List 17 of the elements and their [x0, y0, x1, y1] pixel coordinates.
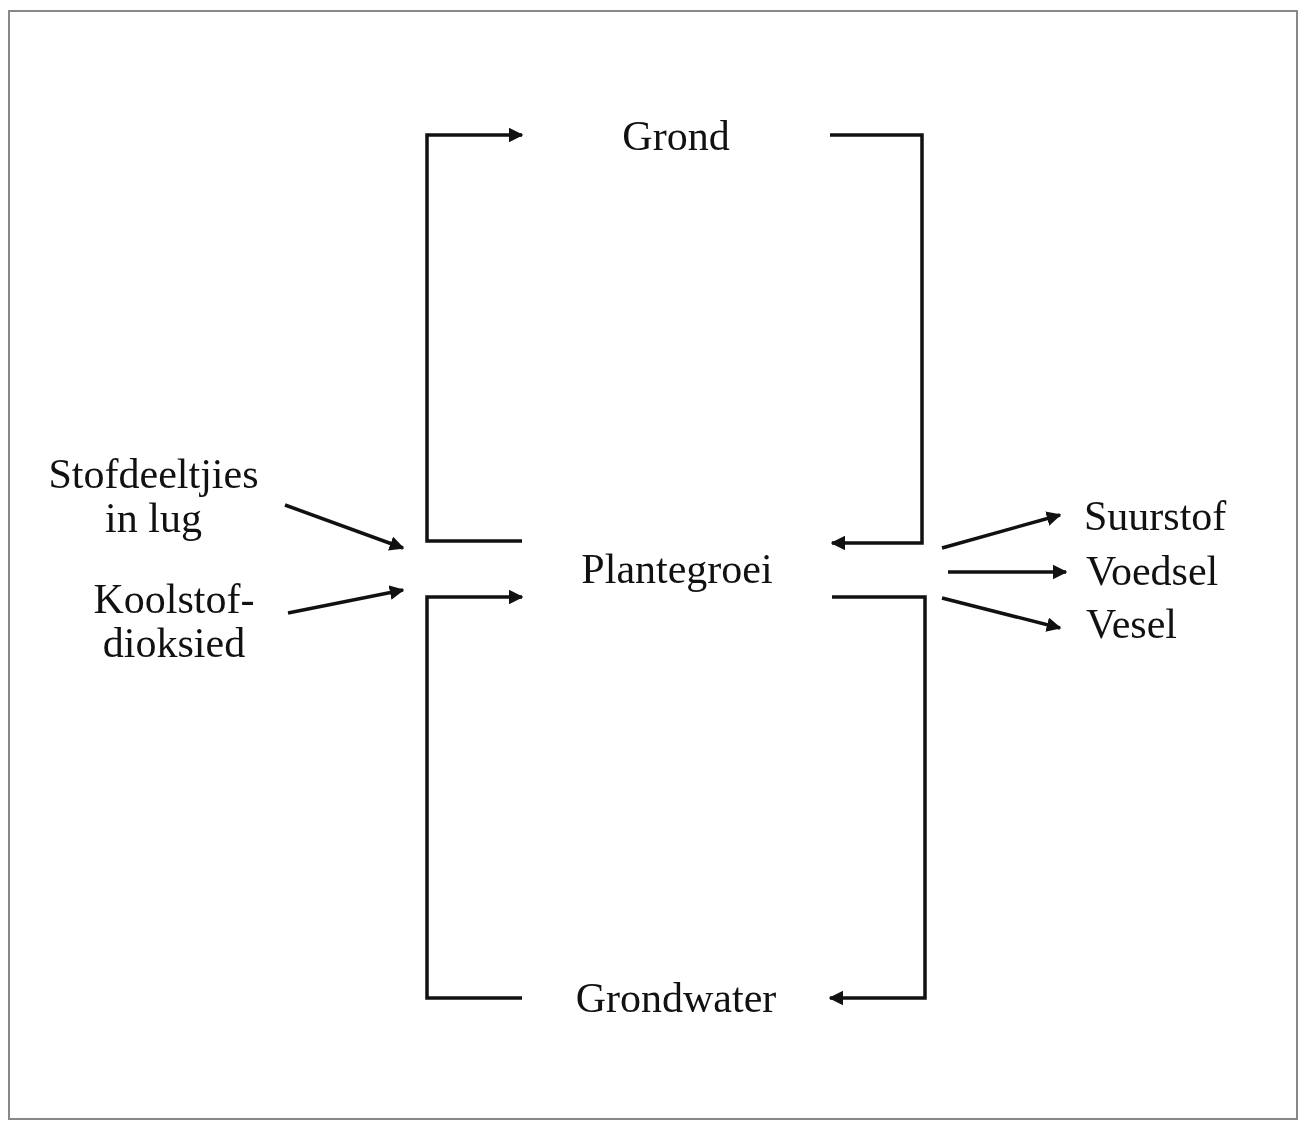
arrow: [941, 596, 1062, 632]
node-label: Grond: [622, 114, 730, 158]
node-label: Stofdeeltjies in lug: [47, 452, 260, 540]
arrow: [941, 511, 1062, 550]
arrow: [948, 564, 1068, 580]
arrow: [287, 585, 405, 615]
node-label: Grondwater: [575, 976, 777, 1020]
arrow: [425, 589, 524, 1000]
arrow: [830, 133, 924, 551]
node-label: Plantegroei: [581, 547, 773, 591]
node-label: Koolstof- dioksied: [92, 577, 256, 665]
arrow: [284, 503, 405, 551]
node-label: Voedsel: [1086, 549, 1219, 593]
node-label: Vesel: [1086, 602, 1177, 646]
node-label: Suurstof: [1084, 494, 1227, 538]
arrow: [828, 595, 927, 1006]
arrow: [425, 127, 524, 543]
